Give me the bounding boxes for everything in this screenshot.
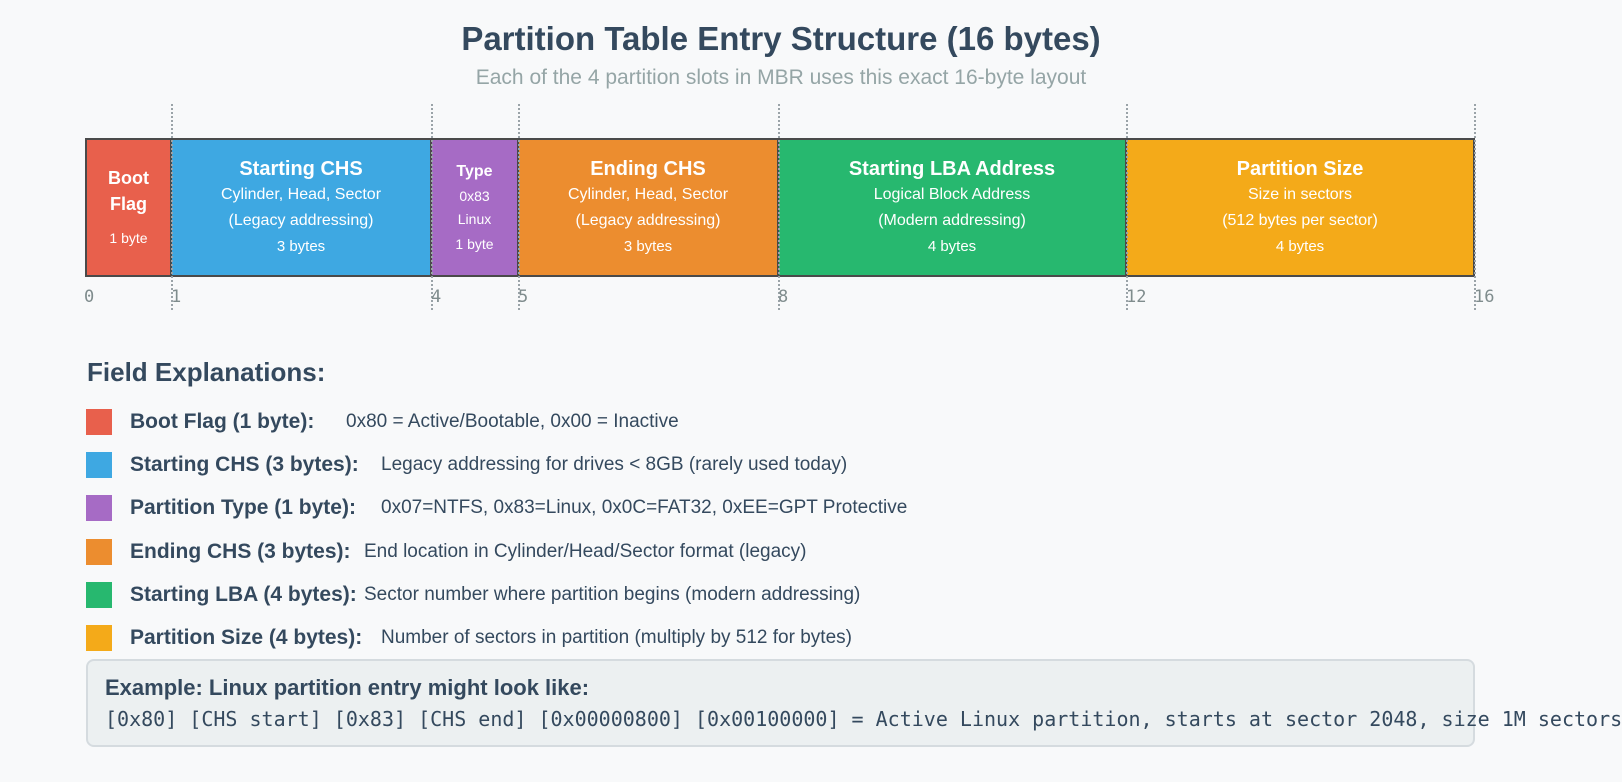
- diagram-title: Partition Table Entry Structure (16 byte…: [461, 20, 1101, 57]
- legend-description: 0x80 = Active/Bootable, 0x00 = Inactive: [346, 411, 679, 432]
- field-segment: Starting CHS Cylinder, Head, Sector (Legac…: [172, 138, 432, 277]
- legend-description: 0x07=NTFS, 0x83=Linux, 0x0C=FAT32, 0xEE=…: [381, 497, 908, 518]
- legend-item: Ending CHS (3 bytes): End location in Cyl…: [86, 539, 806, 565]
- byte-offset-label: 12: [1126, 287, 1147, 307]
- field-segment-size: 4 bytes: [927, 237, 977, 255]
- legend-description: Sector number where partition begins (mo…: [364, 584, 861, 605]
- field-segment-size: 3 bytes: [276, 237, 326, 255]
- field-segment-name: Partition Size: [1236, 157, 1364, 180]
- field-segment-size: 4 bytes: [1275, 237, 1325, 255]
- field-segment-name: Starting LBA Address: [848, 157, 1056, 180]
- example-code: [0x80] [CHS start] [0x83] [CHS end] [0x0…: [105, 707, 1622, 731]
- field-segment-desc: (Legacy addressing): [575, 211, 721, 229]
- byte-boundary-line: [171, 104, 173, 310]
- field-segment-name: Starting CHS: [239, 157, 363, 180]
- byte-offset-label: 8: [778, 287, 789, 307]
- legend-swatch: [86, 495, 112, 521]
- legend-swatch: [86, 625, 112, 651]
- byte-offset-label: 5: [518, 287, 529, 307]
- byte-offset-label: 16: [1474, 287, 1495, 307]
- field-explanations-heading: Field Explanations:: [87, 357, 326, 387]
- legend-swatch: [86, 582, 112, 608]
- byte-boundary-line: [518, 104, 520, 310]
- byte-boundary-line: [1126, 104, 1128, 310]
- field-segment-desc: Logical Block Address: [873, 185, 1031, 203]
- legend-label: Starting CHS (3 bytes):: [130, 453, 359, 476]
- legend-description: Legacy addressing for drives < 8GB (rare…: [381, 454, 848, 475]
- legend-description: Number of sectors in partition (multiply…: [381, 627, 852, 648]
- legend-label: Partition Size (4 bytes):: [130, 626, 363, 649]
- byte-boundary-line: [431, 104, 433, 310]
- field-segment-name: Type: [456, 162, 493, 180]
- diagram-subtitle: Each of the 4 partition slots in MBR use…: [475, 66, 1087, 89]
- legend-item: Partition Size (4 bytes): Number of secto…: [86, 625, 852, 651]
- legend-swatch: [86, 539, 112, 565]
- field-segment-name: Flag: [109, 193, 147, 214]
- field-segment-size: 1 byte: [455, 235, 494, 252]
- byte-offset-label: 4: [431, 287, 442, 307]
- legend-label: Ending CHS (3 bytes):: [130, 540, 351, 563]
- example-box: Example: Linux partition entry might loo…: [86, 659, 1622, 747]
- legend-item: Starting LBA (4 bytes): Sector number whe…: [86, 582, 860, 608]
- legend-swatch: [86, 409, 112, 435]
- legend-label: Starting LBA (4 bytes):: [130, 583, 357, 606]
- legend-label: Boot Flag (1 byte):: [130, 410, 315, 433]
- field-segment-desc: Cylinder, Head, Sector: [567, 185, 729, 203]
- field-segment-desc: (512 bytes per sector): [1222, 211, 1378, 229]
- field-segment-desc: (Modern addressing): [878, 211, 1026, 229]
- legend-item: Partition Type (1 byte): 0x07=NTFS, 0x83=…: [86, 495, 907, 521]
- byte-boundary-line: [778, 104, 780, 310]
- byte-offset-label: 1: [171, 287, 182, 307]
- field-segment-desc: 0x83: [459, 187, 490, 204]
- field-segment-desc: (Legacy addressing): [228, 211, 374, 229]
- legend-description: End location in Cylinder/Head/Sector for…: [364, 541, 807, 562]
- byte-offset-label: 0: [84, 287, 95, 307]
- field-segment-size: 3 bytes: [623, 237, 673, 255]
- field-segment-name: Ending CHS: [590, 157, 706, 180]
- example-title: Example: Linux partition entry might loo…: [105, 675, 590, 700]
- legend-swatch: [86, 452, 112, 478]
- field-segment: Ending CHS Cylinder, Head, Sector (Legacy …: [519, 138, 779, 277]
- field-segment-desc: Cylinder, Head, Sector: [220, 185, 382, 203]
- legend-label: Partition Type (1 byte):: [130, 496, 356, 519]
- byte-boundary-line: [1474, 104, 1476, 310]
- field-segment-size: 1 byte: [109, 229, 148, 246]
- legend-item: Boot Flag (1 byte): 0x80 = Active/Bootabl…: [86, 409, 679, 435]
- field-segment-desc: Linux: [457, 210, 492, 227]
- field-segment-name: Boot: [108, 167, 149, 188]
- field-segment-desc: Size in sectors: [1247, 185, 1353, 203]
- legend-item: Starting CHS (3 bytes): Legacy addressing…: [86, 452, 847, 478]
